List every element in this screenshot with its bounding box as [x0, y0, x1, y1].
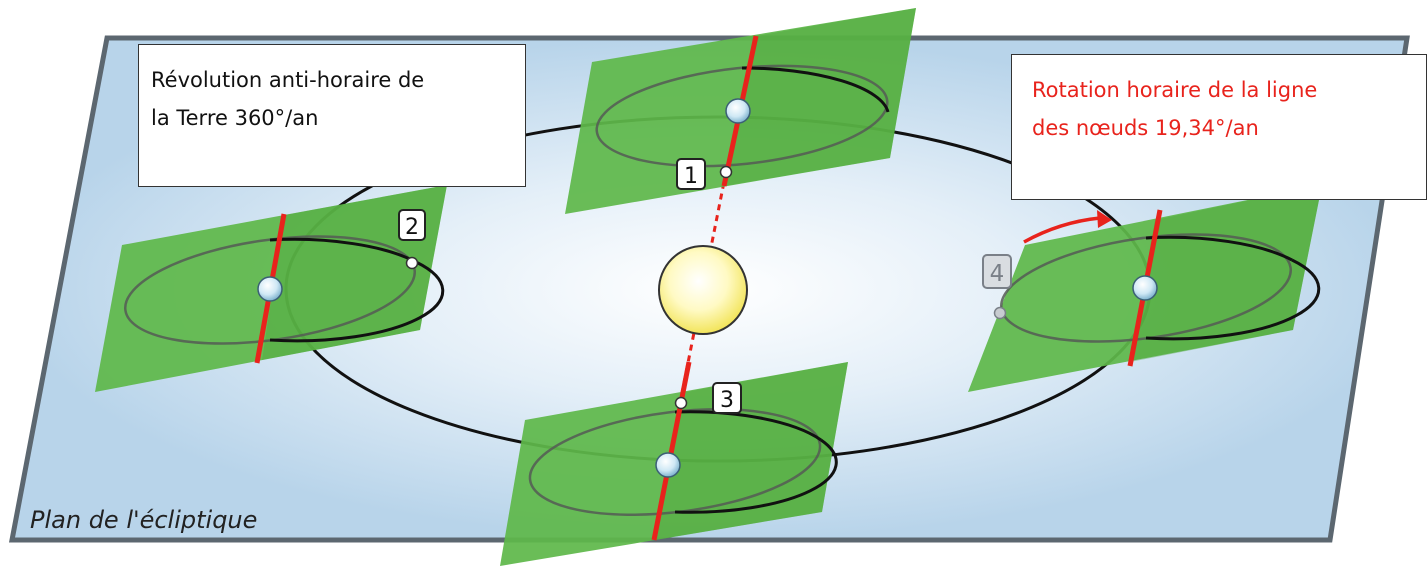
marker-1: 1: [676, 158, 706, 190]
revolution-line-1: Révolution anti-horaire de: [151, 68, 425, 92]
rotation-annotation: Rotation horaire de la ligne des nœuds 1…: [1011, 54, 1427, 200]
sun: [658, 245, 748, 335]
revolution-line-2: la Terre 360°/an: [151, 106, 319, 130]
marker-4: 4: [982, 254, 1012, 289]
svg-text:2: 2: [405, 215, 419, 240]
earth-right: [1132, 275, 1158, 301]
moon-3: [674, 396, 688, 410]
moon-2: [405, 256, 419, 270]
earth-left: [257, 276, 283, 302]
earth-bottom: [655, 452, 681, 478]
lunar-plane-top: [565, 8, 916, 214]
ecliptic-label: Plan de l'écliptique: [30, 506, 257, 534]
svg-text:3: 3: [720, 388, 734, 413]
moon-4: [993, 306, 1007, 320]
earth-top: [725, 98, 751, 124]
svg-text:4: 4: [990, 261, 1005, 287]
moon-1: [719, 165, 733, 179]
rotation-line-2: des nœuds 19,34°/an: [1032, 116, 1259, 140]
marker-3: 3: [712, 382, 742, 414]
marker-2: 2: [398, 209, 426, 241]
rotation-arrow: [1023, 210, 1112, 244]
svg-text:1: 1: [684, 164, 698, 189]
revolution-annotation: Révolution anti-horaire de la Terre 360°…: [138, 44, 526, 187]
rotation-line-1: Rotation horaire de la ligne: [1032, 78, 1318, 102]
